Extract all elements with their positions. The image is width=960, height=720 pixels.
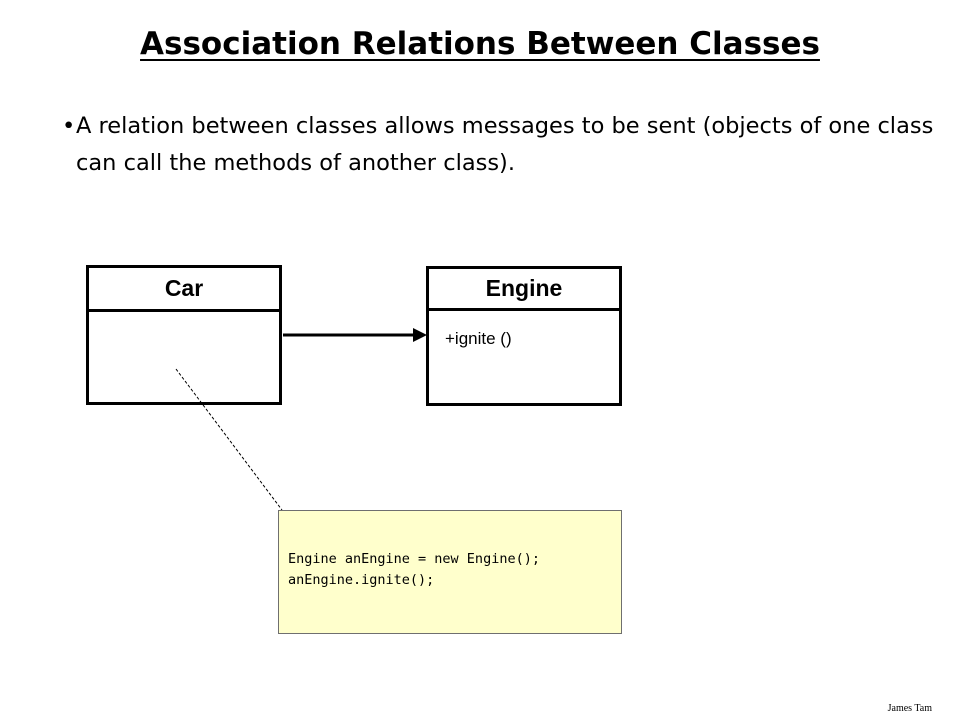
author-footer: James Tam (887, 703, 932, 714)
car-class-name: Car (89, 268, 279, 312)
slide-title: Association Relations Between Classes (140, 26, 820, 62)
engine-class-box: Engine +ignite () (426, 266, 622, 406)
car-class-box: Car (86, 265, 282, 405)
code-note: Engine anEngine = new Engine(); anEngine… (278, 510, 622, 634)
bullet-point: •A relation between classes allows messa… (62, 108, 936, 182)
bullet-text: A relation between classes allows messag… (76, 113, 934, 176)
association-arrowhead (413, 328, 427, 342)
note-anchor-line (175, 368, 283, 511)
engine-method-ignite: +ignite () (445, 329, 512, 348)
bullet-marker: • (62, 113, 76, 139)
engine-class-name: Engine (429, 269, 619, 311)
